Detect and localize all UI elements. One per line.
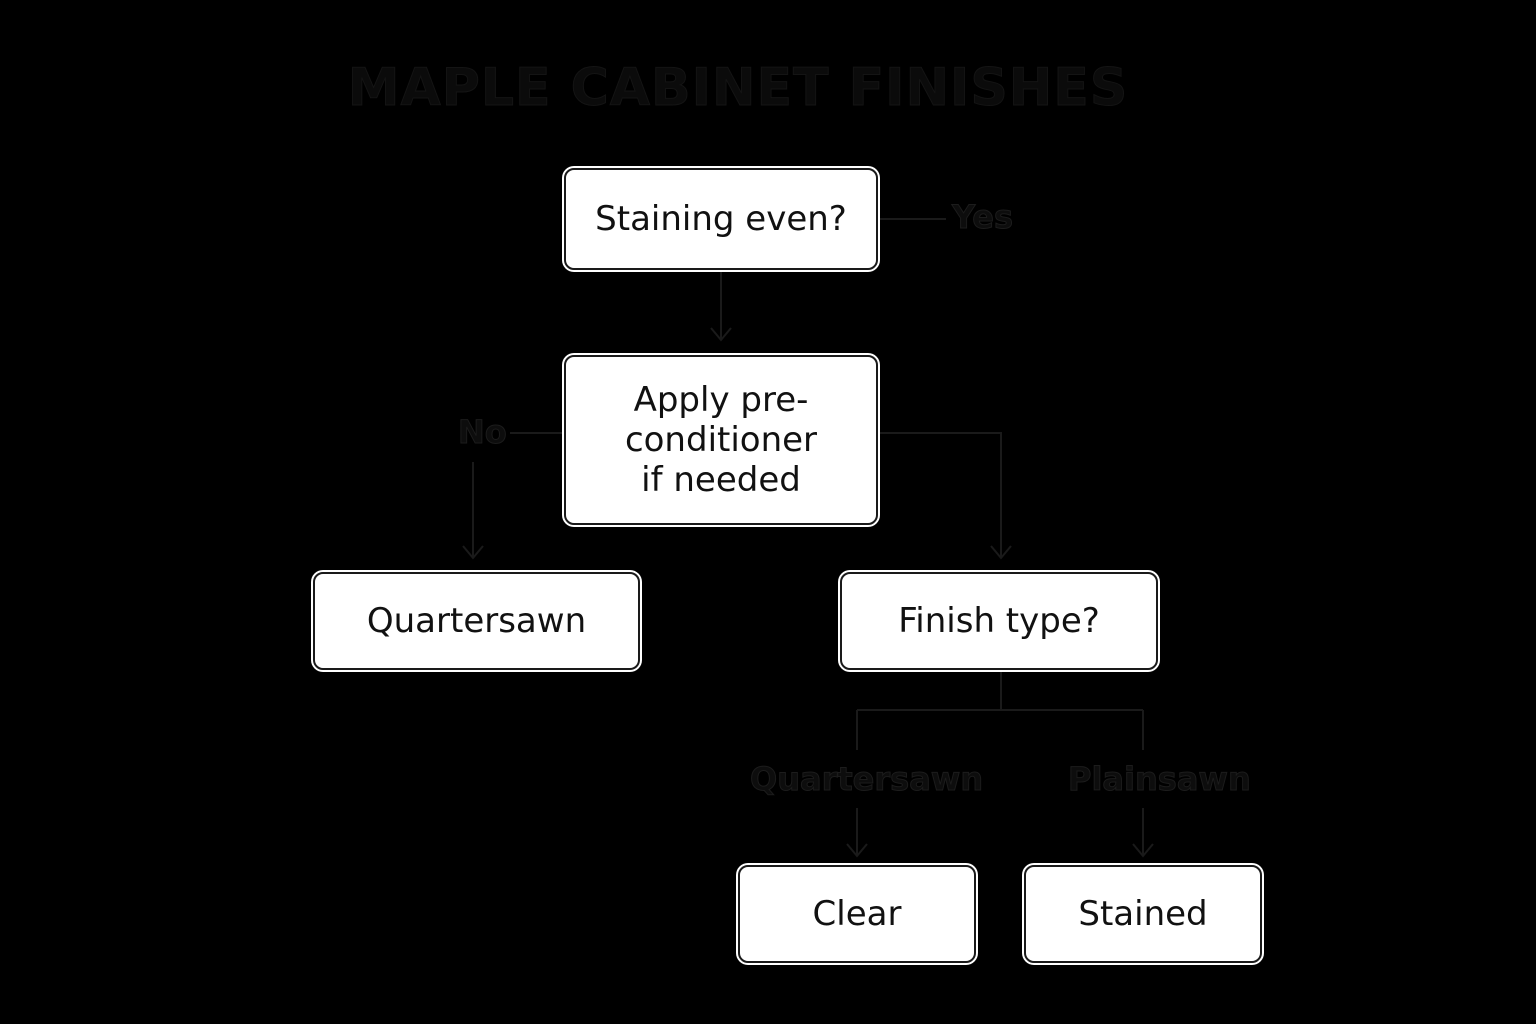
- arrowhead: [462, 545, 484, 560]
- connector-precondition-to-finish-type: [878, 432, 1002, 558]
- arrowhead: [1132, 843, 1154, 858]
- edge-label-no: No: [458, 413, 508, 452]
- node-clear: Clear: [738, 865, 976, 963]
- node-staining-even: Staining even?: [564, 168, 878, 270]
- node-finish-type: Finish type?: [840, 572, 1158, 670]
- edge-label-yes: Yes: [952, 198, 1014, 237]
- node-stained: Stained: [1024, 865, 1262, 963]
- edge-label-plainsawn: Plainsawn: [1068, 760, 1252, 799]
- arrowhead: [846, 843, 868, 858]
- node-label: Quartersawn: [366, 601, 587, 641]
- node-label: Stained: [1078, 894, 1208, 934]
- edge-label-quartersawn: Quartersawn: [749, 760, 984, 799]
- node-label: Finish type?: [898, 601, 1100, 641]
- node-quartersawn: Quartersawn: [313, 572, 640, 670]
- arrowhead: [990, 545, 1012, 560]
- node-apply-preconditioner: Apply pre- conditioner if needed: [564, 355, 878, 525]
- diagram-title: MAPLE CABINET FINISHES: [347, 58, 1129, 119]
- node-label: Clear: [812, 894, 902, 934]
- node-label: Staining even?: [595, 199, 847, 239]
- node-label: Apply pre- conditioner if needed: [624, 380, 818, 500]
- arrowhead: [710, 327, 732, 342]
